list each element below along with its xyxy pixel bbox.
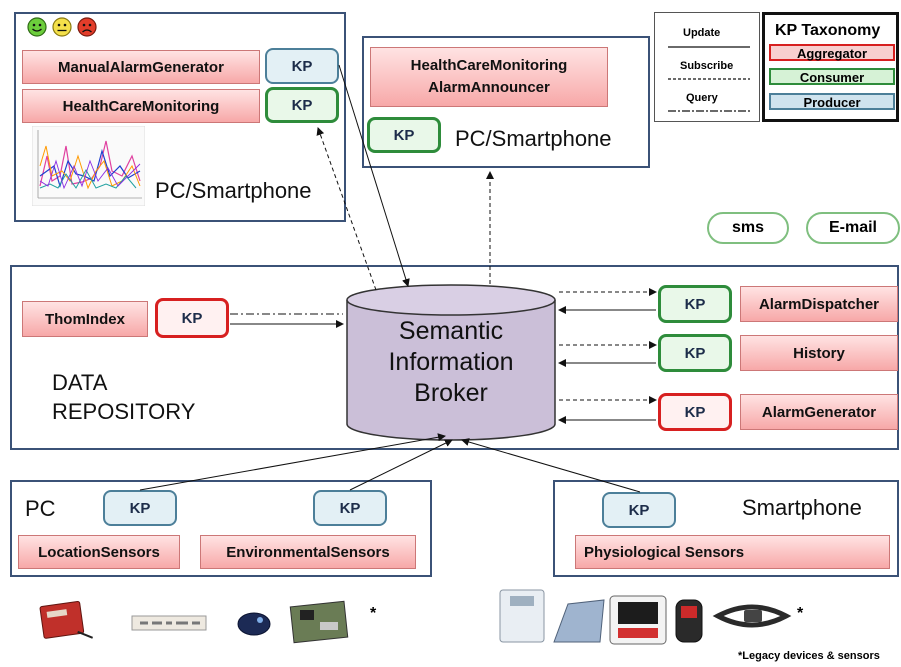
- broker-label-line2: Information: [388, 348, 514, 376]
- sms-output: sms: [707, 212, 789, 244]
- data-repository-label-line2: REPOSITORY: [52, 399, 196, 424]
- alarm-generator-box: AlarmGenerator: [740, 394, 898, 430]
- pc-label: PC: [25, 496, 56, 521]
- kp-producer-environmental-sensors: KP: [313, 490, 387, 526]
- monitoring-chart-thumbnail: [31, 125, 146, 207]
- data-repository-label-line1: DATA: [52, 370, 108, 395]
- top-middle-platform-label: PC/Smartphone: [455, 126, 612, 151]
- kp-aggregator-alarm-generator: KP: [658, 393, 732, 431]
- pc-sensor-devices-icon: [39, 600, 349, 644]
- alarm-dispatcher-box: AlarmDispatcher: [740, 286, 898, 322]
- alarm-announcer-title-line2: AlarmAnnouncer: [428, 79, 550, 96]
- legend-update-label: Update: [683, 27, 721, 39]
- legend-producer: Producer: [769, 93, 895, 110]
- mood-icons: [26, 16, 101, 38]
- smiley-faces-icon: [27, 17, 97, 37]
- manual-alarm-generator-box: ManualAlarmGenerator: [22, 50, 260, 84]
- line-chart-icon: [31, 125, 146, 207]
- email-output: E-mail: [806, 212, 900, 244]
- alarm-announcer-title-line1: HealthCareMonitoring: [410, 57, 568, 74]
- kp-consumer-history: KP: [658, 334, 732, 372]
- broker-label-line1: Semantic: [398, 317, 504, 345]
- pc-devices-asterisk: *: [370, 605, 377, 622]
- legend-query-label: Query: [686, 92, 718, 104]
- location-sensors-box: LocationSensors: [18, 535, 180, 569]
- legacy-devices-footnote: *Legacy devices & sensors: [738, 650, 880, 662]
- environmental-sensors-box: EnvironmentalSensors: [200, 535, 416, 569]
- legend-aggregator: Aggregator: [769, 44, 895, 61]
- arrow-legend: [654, 12, 760, 122]
- kp-consumer-healthcare-monitoring: KP: [265, 87, 339, 123]
- physiological-sensors-box: Physiological Sensors: [575, 535, 890, 569]
- broker-label-line3: Broker: [414, 379, 488, 407]
- legacy-pc-devices: [36, 596, 366, 646]
- broker-label: Semantic Information Broker: [343, 316, 559, 409]
- healthcare-alarm-announcer-box: HealthCareMonitoring AlarmAnnouncer: [370, 47, 608, 107]
- legacy-smartphone-devices: [494, 586, 794, 648]
- kp-taxonomy-title: KP Taxonomy: [775, 22, 881, 39]
- smartphone-devices-asterisk: *: [797, 605, 804, 622]
- kp-producer-location-sensors: KP: [103, 490, 177, 526]
- smartphone-label: Smartphone: [742, 495, 862, 520]
- kp-aggregator-thom-index: KP: [155, 298, 229, 338]
- kp-producer-manual-alarm: KP: [265, 48, 339, 84]
- legend-consumer: Consumer: [769, 68, 895, 85]
- legend-line-styles: [668, 46, 750, 112]
- top-left-platform-label: PC/Smartphone: [155, 178, 312, 203]
- legend-subscribe-label: Subscribe: [680, 60, 734, 72]
- medical-devices-icon: [499, 589, 792, 645]
- kp-consumer-alarm-dispatcher: KP: [658, 285, 732, 323]
- thom-index-box: ThomIndex: [22, 301, 148, 337]
- semantic-information-broker: [346, 284, 556, 441]
- history-box: History: [740, 335, 898, 371]
- kp-producer-physiological-sensors: KP: [602, 492, 676, 528]
- kp-consumer-alarm-announcer: KP: [367, 117, 441, 153]
- healthcare-monitoring-box: HealthCareMonitoring: [22, 89, 260, 123]
- data-repository-label: DATA REPOSITORY: [52, 368, 195, 426]
